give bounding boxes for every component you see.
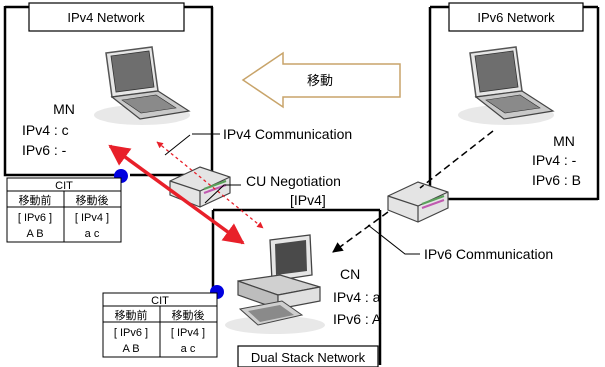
cu-negotiation-sublabel: [IPv4] — [290, 192, 326, 208]
cit-header: 移動後 — [172, 308, 205, 322]
router-icon — [169, 166, 231, 208]
cit-table: CIT 移動前 移動後 [ IPv6 ] [ IPv4 ] A B a c — [102, 292, 218, 358]
dual-stack-network: Dual Stack Network — [211, 208, 382, 367]
ipv4-network-label: IPv4 Network — [67, 10, 145, 25]
cit-cell: [ IPv4 ] — [75, 212, 109, 224]
cn-ipv4: IPv4 : a — [333, 289, 381, 305]
cu-negotiation-label: CU Negotiation — [246, 173, 341, 189]
mn-right-name: MN — [553, 133, 575, 149]
ipv6-network-label-box — [448, 2, 584, 32]
cit-header: 移動後 — [76, 193, 109, 207]
cu-negotiation-arrow — [156, 141, 264, 229]
ipv4-comm-leader — [164, 134, 191, 156]
cit-cell: [ IPv4 ] — [171, 327, 205, 339]
router-icon — [387, 181, 449, 223]
mn-left-ipv4: IPv4 : c — [22, 122, 69, 138]
cit-title: CIT — [55, 180, 73, 192]
cit-cell: [ IPv6 ] — [114, 327, 148, 339]
dual-network-label: Dual Stack Network — [251, 350, 366, 365]
mn-right-ipv6: IPv6 : B — [532, 172, 581, 188]
cit-header: 移動前 — [19, 193, 52, 207]
cit-cell: A B — [122, 343, 139, 355]
laptop-icon — [94, 46, 191, 125]
ipv4-communication-label: IPv4 Communication — [223, 126, 352, 142]
ipv6-communication-label: IPv6 Communication — [424, 246, 553, 262]
ipv4-network-label-box — [28, 2, 185, 32]
ipv6-comm-leader — [367, 224, 420, 255]
cu-negotiation-leader — [204, 184, 241, 204]
dual-network-label-box — [237, 345, 379, 367]
cn-name: CN — [340, 266, 360, 282]
ipv6-path-arrow — [332, 211, 389, 253]
ipv6-network: IPv6 Network — [428, 2, 600, 201]
cit-header: 移動前 — [115, 308, 148, 322]
move-label: 移動 — [307, 74, 333, 89]
mn-left-name: MN — [53, 101, 75, 117]
computer-icon — [225, 234, 325, 334]
mn-left-ipv6: IPv6 : - — [22, 142, 67, 158]
mn-right-ipv4: IPv4 : - — [532, 152, 577, 168]
cit-title: CIT — [151, 295, 169, 307]
cit-cell: A B — [26, 228, 43, 240]
cit-cell: a c — [181, 343, 196, 355]
ipv6-network-label: IPv6 Network — [477, 10, 555, 25]
laptop-icon — [458, 46, 555, 125]
cit-cell: a c — [85, 228, 100, 240]
cit-cell: [ IPv6 ] — [18, 212, 52, 224]
move-arrow: 移動 — [241, 51, 401, 109]
move-path-dashed — [419, 130, 494, 189]
cit-table: CIT 移動前 移動後 [ IPv6 ] [ IPv4 ] A B a c — [6, 177, 122, 243]
cn-ipv6: IPv6 : A — [333, 311, 382, 327]
